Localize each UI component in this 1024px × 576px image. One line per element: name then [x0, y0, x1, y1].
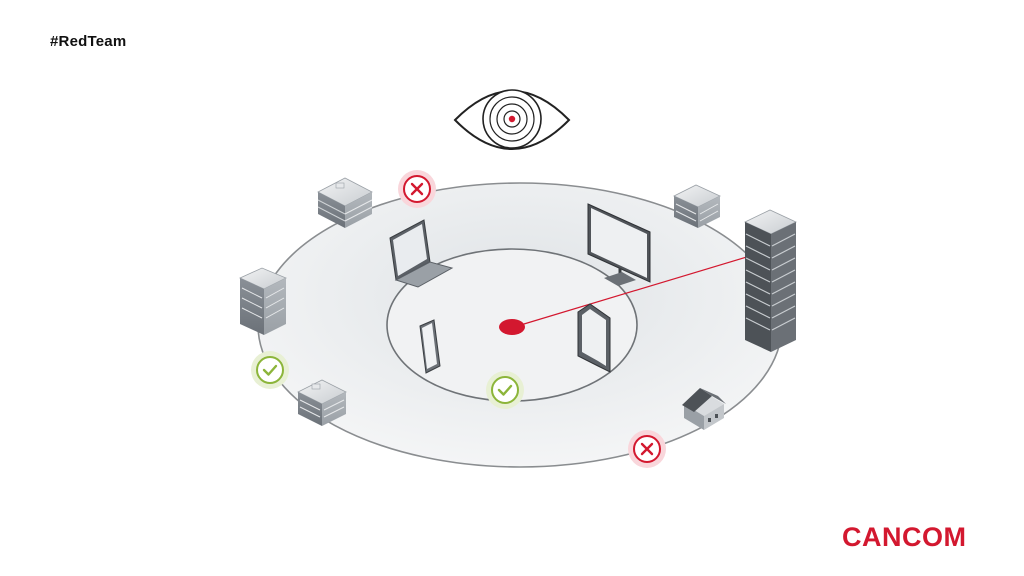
- laser-line: [513, 252, 761, 328]
- server-tower-icon: [744, 209, 797, 352]
- office-building-small-icon: [673, 184, 721, 228]
- check-marker-bottom: [486, 371, 524, 409]
- monitor-icon: [587, 203, 651, 286]
- cross-icon: [410, 182, 424, 196]
- office-building-corner-icon: [297, 379, 347, 426]
- apartment-building-icon: [239, 267, 287, 335]
- check-marker-left: [251, 351, 289, 389]
- house-icon: [682, 388, 726, 430]
- check-icon: [262, 364, 278, 376]
- page-title: #RedTeam: [50, 33, 127, 50]
- cross-marker-bottom: [628, 430, 666, 468]
- cross-icon: [640, 442, 654, 456]
- eye-target-icon: [453, 89, 571, 150]
- check-icon: [497, 384, 513, 396]
- office-building-icon: [317, 177, 373, 228]
- tablet-icon: [577, 303, 611, 373]
- laptop-icon: [389, 219, 454, 288]
- smartphone-icon: [419, 319, 441, 374]
- cross-marker-top: [398, 170, 436, 208]
- center-target-dot: [499, 319, 525, 335]
- cancom-logo: CANCOM: [842, 522, 967, 552]
